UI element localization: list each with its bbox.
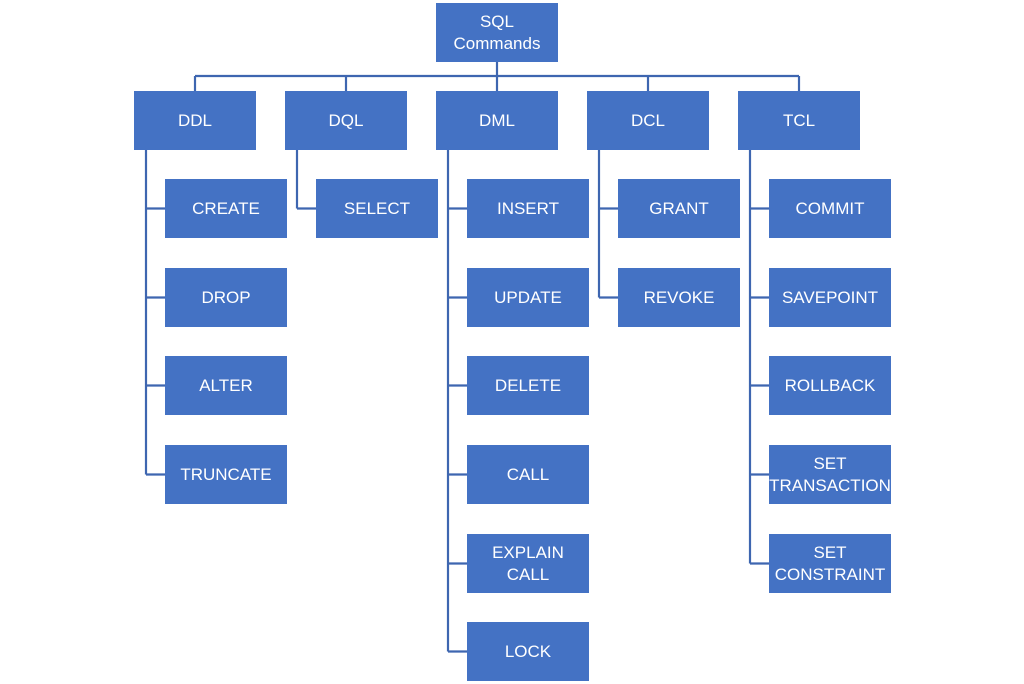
category-node-tcl: TCL bbox=[738, 91, 860, 150]
command-node-select: SELECT bbox=[316, 179, 438, 238]
command-node-set-transaction: SET TRANSACTION bbox=[769, 445, 891, 504]
command-node-savepoint: SAVEPOINT bbox=[769, 268, 891, 327]
category-node-ddl: DDL bbox=[134, 91, 256, 150]
command-node-explain-call: EXPLAIN CALL bbox=[467, 534, 589, 593]
command-node-lock: LOCK bbox=[467, 622, 589, 681]
category-node-dql: DQL bbox=[285, 91, 407, 150]
command-node-delete: DELETE bbox=[467, 356, 589, 415]
command-node-truncate: TRUNCATE bbox=[165, 445, 287, 504]
category-node-dml: DML bbox=[436, 91, 558, 150]
category-node-dcl: DCL bbox=[587, 91, 709, 150]
command-node-insert: INSERT bbox=[467, 179, 589, 238]
command-node-set-constraint: SET CONSTRAINT bbox=[769, 534, 891, 593]
command-node-grant: GRANT bbox=[618, 179, 740, 238]
root-node-sql-commands: SQL Commands bbox=[436, 3, 558, 62]
command-node-rollback: ROLLBACK bbox=[769, 356, 891, 415]
command-node-drop: DROP bbox=[165, 268, 287, 327]
command-node-call: CALL bbox=[467, 445, 589, 504]
command-node-update: UPDATE bbox=[467, 268, 589, 327]
command-node-commit: COMMIT bbox=[769, 179, 891, 238]
command-node-create: CREATE bbox=[165, 179, 287, 238]
command-node-revoke: REVOKE bbox=[618, 268, 740, 327]
command-node-alter: ALTER bbox=[165, 356, 287, 415]
